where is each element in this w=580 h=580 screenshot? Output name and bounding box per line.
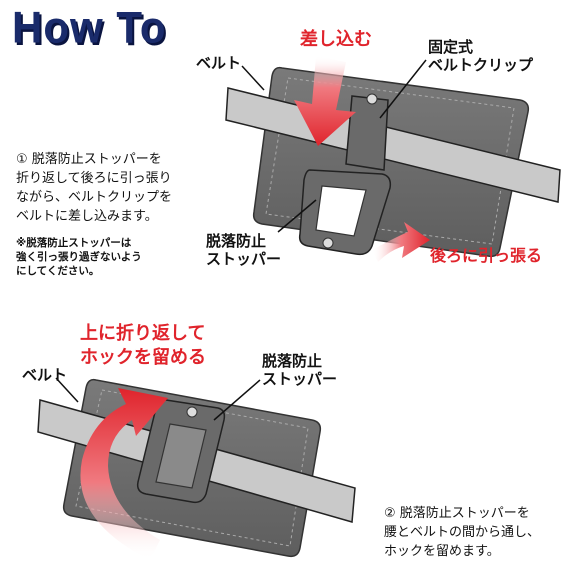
label-stopper-1-line2: ストッパー — [206, 250, 282, 268]
step1-note-line3: にしてください。 — [16, 265, 100, 277]
step1-note-line1: ※脱落防止ストッパーは — [16, 237, 132, 249]
red-label-insert: 差し込む — [300, 29, 372, 50]
label-stopper-2: 脱落防止 ストッパー — [262, 352, 337, 388]
red-label-fold-line1: 上に折り返して — [80, 323, 206, 344]
label-stopper-2-line2: ストッパー — [262, 370, 338, 388]
step2-text: ② 脱落防止ストッパーを 腰とベルトの間から通し、 ホックを留めます。 — [384, 504, 540, 561]
arrow-insert — [294, 56, 356, 146]
label-belt-2: ベルト — [22, 366, 68, 384]
label-clip-line1: 固定式 — [428, 38, 474, 56]
label-clip-line2: ベルトクリップ — [428, 56, 534, 74]
red-label-fold: 上に折り返して ホックを留める — [80, 322, 206, 370]
step1-note-line2: 強く引っ張り過ぎないよう — [16, 251, 142, 263]
red-label-fold-line2: ホックを留める — [80, 347, 206, 368]
step1-text: ① 脱落防止ストッパーを 折り返して後ろに引っ張り ながら、ベルトクリップを ベ… — [16, 150, 172, 226]
step1-illustration — [225, 56, 561, 262]
label-clip: 固定式 ベルトクリップ — [428, 38, 533, 74]
arrow-pull — [372, 222, 430, 262]
red-label-pull: 後ろに引っ張る — [430, 246, 543, 265]
step1-text-line4: ベルトに差し込みます。 — [16, 209, 158, 224]
step1-text-line1: ① 脱落防止ストッパーを — [16, 152, 162, 167]
step1-text-line3: ながら、ベルトクリップを — [16, 190, 173, 205]
step2-text-line2: 腰とベルトの間から通し、 — [384, 525, 541, 540]
arrow-fold — [80, 388, 168, 560]
label-stopper-1: 脱落防止 ストッパー — [206, 232, 281, 268]
step1-note: ※脱落防止ストッパーは 強く引っ張り過ぎないよう にしてください。 — [16, 236, 142, 278]
step2-text-line3: ホックを留めます。 — [384, 544, 500, 559]
label-stopper-1-line1: 脱落防止 — [206, 232, 267, 250]
step2-text-line1: ② 脱落防止ストッパーを — [384, 506, 530, 521]
step2-illustration — [37, 377, 356, 560]
page-title: How To — [12, 2, 167, 53]
label-stopper-2-line1: 脱落防止 — [262, 352, 323, 370]
label-belt-1: ベルト — [196, 54, 242, 72]
belt-clip-1 — [345, 95, 389, 171]
step1-text-line2: 折り返して後ろに引っ張り — [16, 171, 172, 186]
